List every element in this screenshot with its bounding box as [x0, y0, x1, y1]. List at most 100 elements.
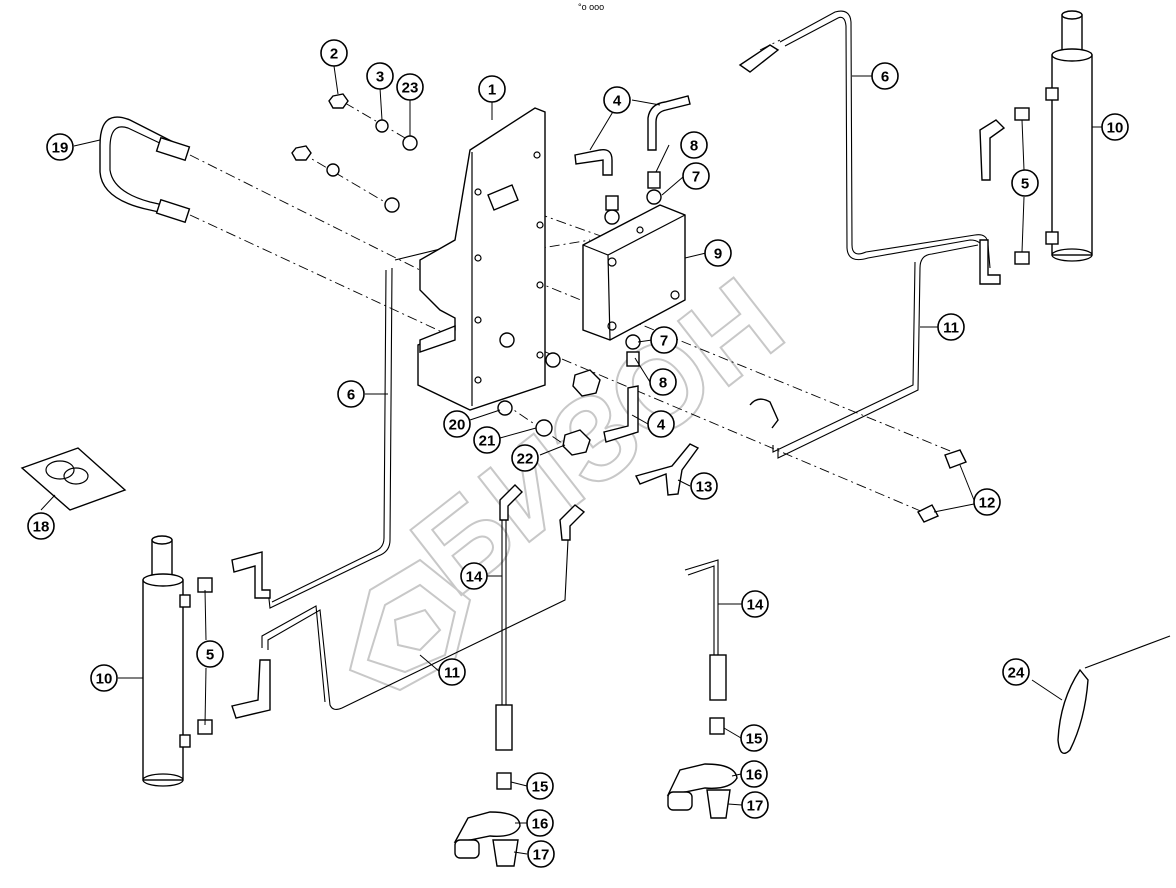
callout-4-top: 4	[603, 86, 631, 114]
callout-23-circle	[396, 73, 424, 101]
callout-9-label: 9	[714, 246, 722, 263]
callout-21-label: 21	[479, 433, 496, 450]
callout-10-right-label: 10	[1107, 120, 1124, 137]
callout-9-circle	[704, 239, 732, 267]
callout-5-left-circle	[196, 640, 224, 668]
callout-16-right: 16	[740, 760, 768, 788]
callout-5-left-label: 5	[206, 647, 214, 664]
callout-7-mid: 7	[650, 326, 678, 354]
callout-1: 1	[478, 75, 506, 103]
callout-16-left-circle	[526, 809, 554, 837]
callout-2-label: 2	[330, 46, 338, 63]
callout-7-mid-circle	[650, 326, 678, 354]
callout-18-label: 18	[33, 519, 50, 536]
callout-8-mid-label: 8	[659, 375, 667, 392]
hose-end-assemblies	[453, 654, 738, 867]
callout-24-circle	[1002, 658, 1030, 686]
callout-16-right-circle	[740, 760, 768, 788]
callout-6-top-label: 6	[881, 69, 889, 86]
callout-21-circle	[473, 426, 501, 454]
callout-6-top-circle	[871, 62, 899, 90]
corner-marker: °o ooo	[578, 2, 604, 12]
callout-7-top-circle	[682, 162, 710, 190]
callout-16-right-label: 16	[746, 767, 763, 784]
callout-6-left-circle	[337, 380, 365, 408]
callout-15-left-label: 15	[532, 779, 549, 796]
callout-7-top-label: 7	[692, 169, 700, 186]
callout-20-circle	[443, 410, 471, 438]
callout-12: 12	[973, 488, 1001, 516]
callout-10-left: 10	[90, 664, 118, 692]
callout-14-right: 14	[741, 590, 769, 618]
callout-16-left: 16	[526, 809, 554, 837]
callout-11-left-label: 11	[444, 665, 460, 682]
callout-19-label: 19	[52, 140, 69, 157]
leader-lines	[40, 65, 1102, 855]
callout-13-circle	[690, 472, 718, 500]
cable-tie	[1057, 635, 1171, 754]
callout-19: 19	[46, 133, 74, 161]
callout-4-mid-label: 4	[657, 417, 666, 434]
callout-20: 20	[443, 410, 471, 438]
callout-13-label: 13	[696, 479, 713, 496]
hydraulic-cylinders	[142, 10, 1093, 787]
callout-1-circle	[478, 75, 506, 103]
callout-19-circle	[46, 133, 74, 161]
callout-12-label: 12	[979, 495, 996, 512]
callout-15-right: 15	[740, 724, 768, 752]
callout-22: 22	[511, 444, 539, 472]
callout-2-circle	[320, 39, 348, 67]
fittings	[231, 95, 1006, 719]
callout-17-left-circle	[527, 840, 555, 868]
callout-10-right: 10	[1101, 113, 1129, 141]
callout-5-right-circle	[1011, 169, 1039, 197]
parts-bag	[20, 447, 127, 511]
callout-4-top-label: 4	[613, 93, 622, 110]
callout-4-top-circle	[603, 86, 631, 114]
callout-14-right-label: 14	[747, 597, 764, 614]
callout-11-right-circle	[937, 313, 965, 341]
watermark: БИЗОН	[348, 252, 808, 692]
callout-17-right-circle	[741, 791, 769, 819]
callout-10-right-circle	[1101, 113, 1129, 141]
callout-18: 18	[27, 512, 55, 540]
callout-15-right-label: 15	[746, 731, 763, 748]
callout-17-left: 17	[527, 840, 555, 868]
callout-15-left: 15	[526, 772, 554, 800]
callout-12-circle	[973, 488, 1001, 516]
callout-17-right-label: 17	[747, 798, 764, 815]
callout-6-left-label: 6	[347, 387, 355, 404]
callout-4-mid: 4	[647, 410, 675, 438]
callout-23: 23	[396, 73, 424, 101]
callout-3-label: 3	[376, 69, 384, 86]
callout-7-mid-label: 7	[660, 333, 668, 350]
callout-24-label: 24	[1008, 665, 1025, 682]
callout-22-label: 22	[517, 451, 534, 468]
callout-18-circle	[27, 512, 55, 540]
callout-6-left: 6	[337, 380, 365, 408]
callout-13: 13	[690, 472, 718, 500]
callout-11-right-label: 11	[943, 320, 959, 337]
mounting-plate	[417, 107, 546, 411]
callout-11-right: 11	[937, 313, 965, 341]
callout-10-left-label: 10	[96, 671, 113, 688]
hose-14-right-line	[684, 559, 719, 660]
callout-14-left: 14	[460, 562, 488, 590]
callout-22-circle	[511, 444, 539, 472]
callout-6-top: 6	[871, 62, 899, 90]
callout-5-right-label: 5	[1021, 176, 1029, 193]
hose-11-right	[777, 244, 979, 459]
callout-15-right-circle	[740, 724, 768, 752]
callout-7-top: 7	[682, 162, 710, 190]
callout-8-top-circle	[680, 131, 708, 159]
callout-4-mid-circle	[647, 410, 675, 438]
callout-17-right: 17	[741, 791, 769, 819]
callouts: 1232319487961051178462021221312181414105…	[27, 39, 1129, 868]
callout-23-label: 23	[402, 80, 419, 97]
hose-6-top	[779, 10, 991, 269]
callout-9: 9	[704, 239, 732, 267]
cylinder-right	[1014, 10, 1093, 265]
callout-14-left-circle	[460, 562, 488, 590]
callout-1-label: 1	[488, 82, 496, 99]
